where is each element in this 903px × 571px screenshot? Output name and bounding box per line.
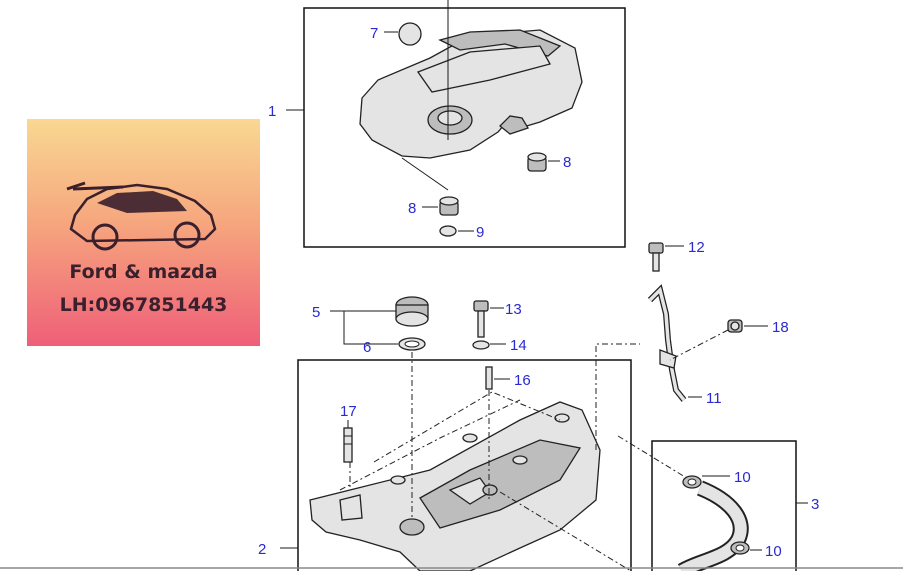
hose-frame bbox=[651, 440, 797, 571]
callout-8-right: 8 bbox=[563, 154, 571, 171]
callout-10-upper: 10 bbox=[734, 469, 751, 486]
callout-8-lower: 8 bbox=[408, 200, 416, 217]
stud-17 bbox=[343, 427, 353, 463]
callout-9: 9 bbox=[476, 224, 484, 241]
filler-cap-seal bbox=[398, 337, 426, 351]
breather-pipe bbox=[647, 284, 687, 402]
callout-3: 3 bbox=[811, 496, 819, 513]
rocker-cover-frame bbox=[297, 359, 632, 571]
washer-9 bbox=[439, 225, 457, 237]
rocker-cover bbox=[309, 401, 601, 571]
callout-13: 13 bbox=[505, 301, 522, 318]
connector-18 bbox=[727, 319, 743, 333]
oil-filler-cap bbox=[395, 296, 429, 327]
engine-cover bbox=[359, 0, 583, 191]
callout-7: 7 bbox=[370, 25, 378, 42]
breather-hose bbox=[677, 480, 749, 571]
callout-6: 6 bbox=[363, 339, 371, 356]
bolt-13 bbox=[473, 300, 489, 338]
brand-phone: LH:0967851443 bbox=[59, 294, 228, 316]
callout-1: 1 bbox=[268, 103, 276, 120]
engine-cover-frame bbox=[303, 7, 626, 248]
callout-16: 16 bbox=[514, 372, 531, 389]
callout-5: 5 bbox=[312, 304, 320, 321]
hose-clip-lower bbox=[730, 541, 750, 555]
o-ring bbox=[398, 22, 422, 46]
grommet-right bbox=[527, 152, 547, 172]
grommet-lower bbox=[439, 196, 459, 216]
bolt-12 bbox=[648, 242, 664, 272]
brand-name: Ford & mazda bbox=[69, 261, 218, 283]
hose-clip-upper bbox=[682, 475, 702, 489]
callout-10-lower: 10 bbox=[765, 543, 782, 560]
callout-17: 17 bbox=[340, 403, 357, 420]
washer-14 bbox=[472, 340, 490, 350]
callout-12: 12 bbox=[688, 239, 705, 256]
sports-car-icon bbox=[66, 181, 217, 251]
callout-14: 14 bbox=[510, 337, 527, 354]
callout-18: 18 bbox=[772, 319, 789, 336]
stud-16 bbox=[485, 366, 493, 390]
brand-card: Ford & mazda LH:0967851443 bbox=[27, 119, 260, 346]
callout-11: 11 bbox=[706, 390, 722, 407]
callout-2: 2 bbox=[258, 541, 266, 558]
